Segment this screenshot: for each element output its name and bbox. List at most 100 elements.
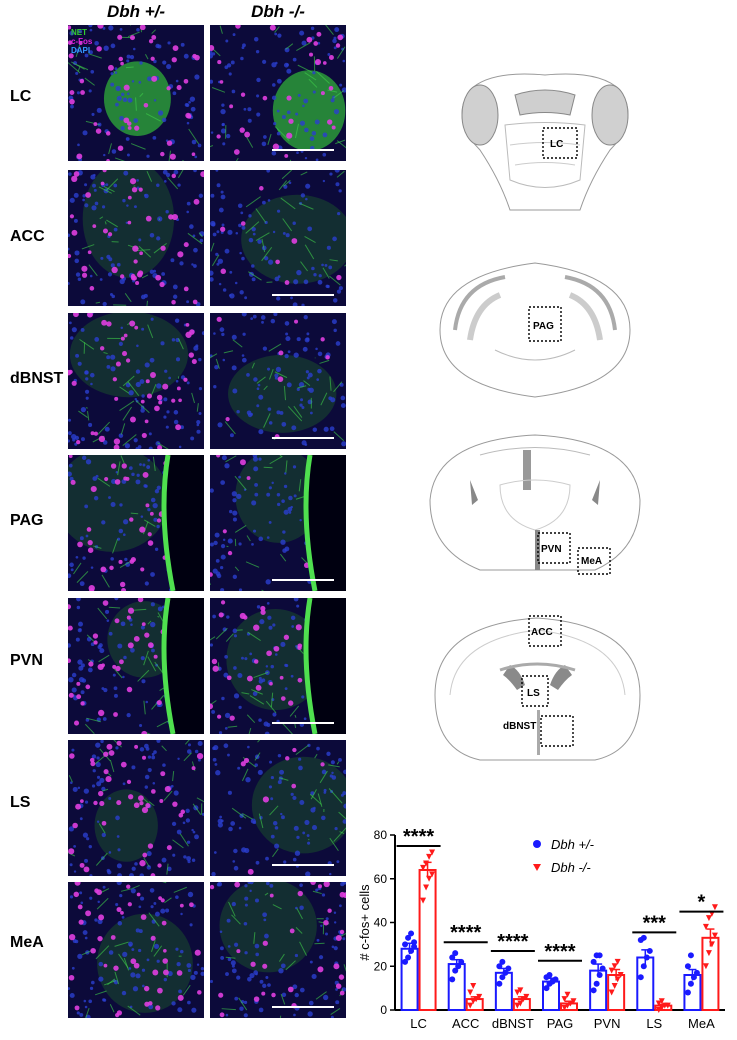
data-point xyxy=(684,989,691,996)
data-point xyxy=(702,923,709,930)
row-label-pag: PAG xyxy=(10,512,44,529)
data-point xyxy=(499,958,506,965)
data-point xyxy=(596,972,603,978)
y-tick-label: 80 xyxy=(374,828,388,842)
data-point xyxy=(496,980,503,987)
data-point xyxy=(614,976,621,983)
data-point xyxy=(426,853,433,860)
category-label: LC xyxy=(410,1016,427,1031)
data-point xyxy=(640,934,647,941)
category-label: MeA xyxy=(688,1016,715,1031)
data-point xyxy=(408,947,415,954)
data-point xyxy=(426,875,433,882)
region-box-acc xyxy=(528,615,562,647)
micrograph-acc-ko xyxy=(210,170,346,306)
data-point xyxy=(405,954,412,961)
data-point xyxy=(496,963,503,970)
data-point xyxy=(517,1000,524,1007)
data-point xyxy=(708,941,715,948)
scale-bar xyxy=(272,294,334,296)
column-header-het: Dbh +/- xyxy=(106,2,166,21)
data-point xyxy=(687,952,694,959)
data-point xyxy=(470,982,477,989)
data-point xyxy=(423,860,430,867)
data-point xyxy=(467,989,474,996)
category-label: dBNST xyxy=(492,1016,534,1031)
micrograph-pvn-ko xyxy=(210,598,346,734)
data-point xyxy=(611,963,618,970)
data-point xyxy=(640,963,647,970)
data-point xyxy=(546,972,553,978)
data-point xyxy=(429,849,436,856)
scale-bar xyxy=(272,437,334,439)
data-point xyxy=(514,1002,521,1009)
micrograph-ls-ko xyxy=(210,740,346,876)
data-point xyxy=(655,1007,662,1013)
data-point xyxy=(705,950,712,957)
significance-marker: **** xyxy=(544,941,575,963)
data-point xyxy=(705,915,712,922)
row-label-pvn: PVN xyxy=(10,652,43,669)
data-point xyxy=(658,998,665,1005)
scale-bar xyxy=(272,579,334,581)
atlas-label-ls: LS xyxy=(527,688,540,699)
data-point xyxy=(429,871,436,878)
data-point xyxy=(596,952,603,959)
region-box-lc xyxy=(542,127,578,159)
column-header-ko: Dbh -/- xyxy=(251,2,305,21)
data-point xyxy=(646,947,653,954)
micrograph-dbnst-ko xyxy=(210,313,346,449)
scale-bar xyxy=(272,722,334,724)
atlas-label-lc: LC xyxy=(550,139,563,150)
data-point xyxy=(514,989,521,996)
data-point xyxy=(402,941,409,948)
data-point xyxy=(590,958,597,965)
data-point xyxy=(411,943,418,950)
region-box-ls xyxy=(521,675,549,707)
micrograph-pag-ko xyxy=(210,455,346,591)
region-box-mea xyxy=(577,547,611,575)
category-label: LS xyxy=(646,1016,662,1031)
significance-marker: **** xyxy=(403,826,434,848)
data-point xyxy=(523,993,530,1000)
region-box-pag xyxy=(528,306,562,342)
data-point xyxy=(552,976,559,983)
row-label-ls: LS xyxy=(10,794,31,811)
y-tick-label: 0 xyxy=(380,1003,387,1017)
data-point xyxy=(467,1002,474,1009)
data-point xyxy=(643,954,650,961)
atlas-label-mea: MeA xyxy=(581,556,602,567)
category-label: ACC xyxy=(452,1016,479,1031)
y-axis-label: # c-fos+ cells xyxy=(357,884,372,961)
y-tick-label: 60 xyxy=(374,872,388,886)
data-point xyxy=(567,1000,574,1007)
data-point xyxy=(564,991,571,998)
row-label-acc: ACC xyxy=(10,228,45,245)
data-point xyxy=(476,993,483,1000)
category-label: PVN xyxy=(594,1016,621,1031)
data-point xyxy=(499,974,506,981)
data-point xyxy=(408,930,415,937)
data-point xyxy=(411,939,418,946)
data-point xyxy=(655,1000,662,1007)
significance-marker: **** xyxy=(450,922,481,944)
data-point xyxy=(452,967,459,974)
atlas-label-pvn: PVN xyxy=(541,544,562,555)
micrograph-pag-het xyxy=(68,455,204,591)
micrograph-acc-het xyxy=(68,170,204,306)
scale-bar xyxy=(272,149,334,151)
data-point xyxy=(502,969,509,976)
y-tick-label: 40 xyxy=(374,916,388,930)
scale-bar xyxy=(272,864,334,866)
stain-dapi-label: DAPI xyxy=(71,46,91,55)
data-point xyxy=(593,980,600,987)
micrograph-mea-het xyxy=(68,882,204,1018)
data-point xyxy=(608,967,615,974)
data-point xyxy=(423,884,430,891)
atlas-label-acc: ACC xyxy=(531,627,553,638)
data-point xyxy=(617,972,624,978)
data-point xyxy=(561,1004,568,1011)
category-label: PAG xyxy=(547,1016,574,1031)
row-label-dbnst: dBNST xyxy=(10,370,64,387)
